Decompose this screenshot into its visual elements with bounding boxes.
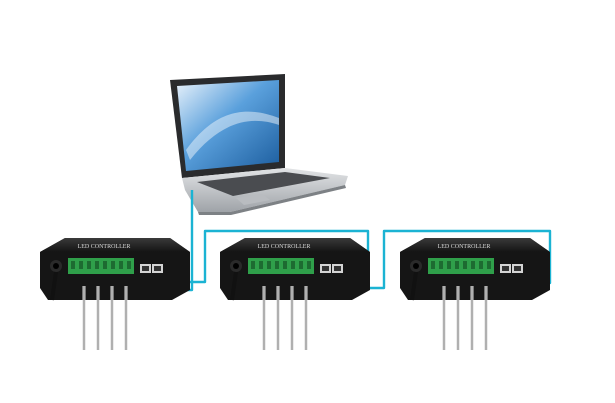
laptop-keyboard [197, 172, 330, 196]
ethernet-port-icon [500, 264, 523, 273]
terminal-block [68, 258, 134, 274]
laptop-icon [170, 74, 348, 215]
led-controller-2: LED CONTROLLER [220, 238, 370, 350]
ethernet-port-icon [140, 264, 163, 273]
controller-label: LED CONTROLLER [438, 244, 491, 250]
laptop-touchpad [236, 194, 270, 205]
laptop-screen [177, 80, 279, 171]
terminal-block [428, 258, 494, 274]
terminal-block [248, 258, 314, 274]
led-controller-3: LED CONTROLLER [400, 238, 550, 350]
controller-label: LED CONTROLLER [78, 244, 131, 250]
led-controller-1: LED CONTROLLER [40, 238, 190, 350]
controller-label: LED CONTROLLER [258, 244, 311, 250]
ethernet-port-icon [320, 264, 343, 273]
